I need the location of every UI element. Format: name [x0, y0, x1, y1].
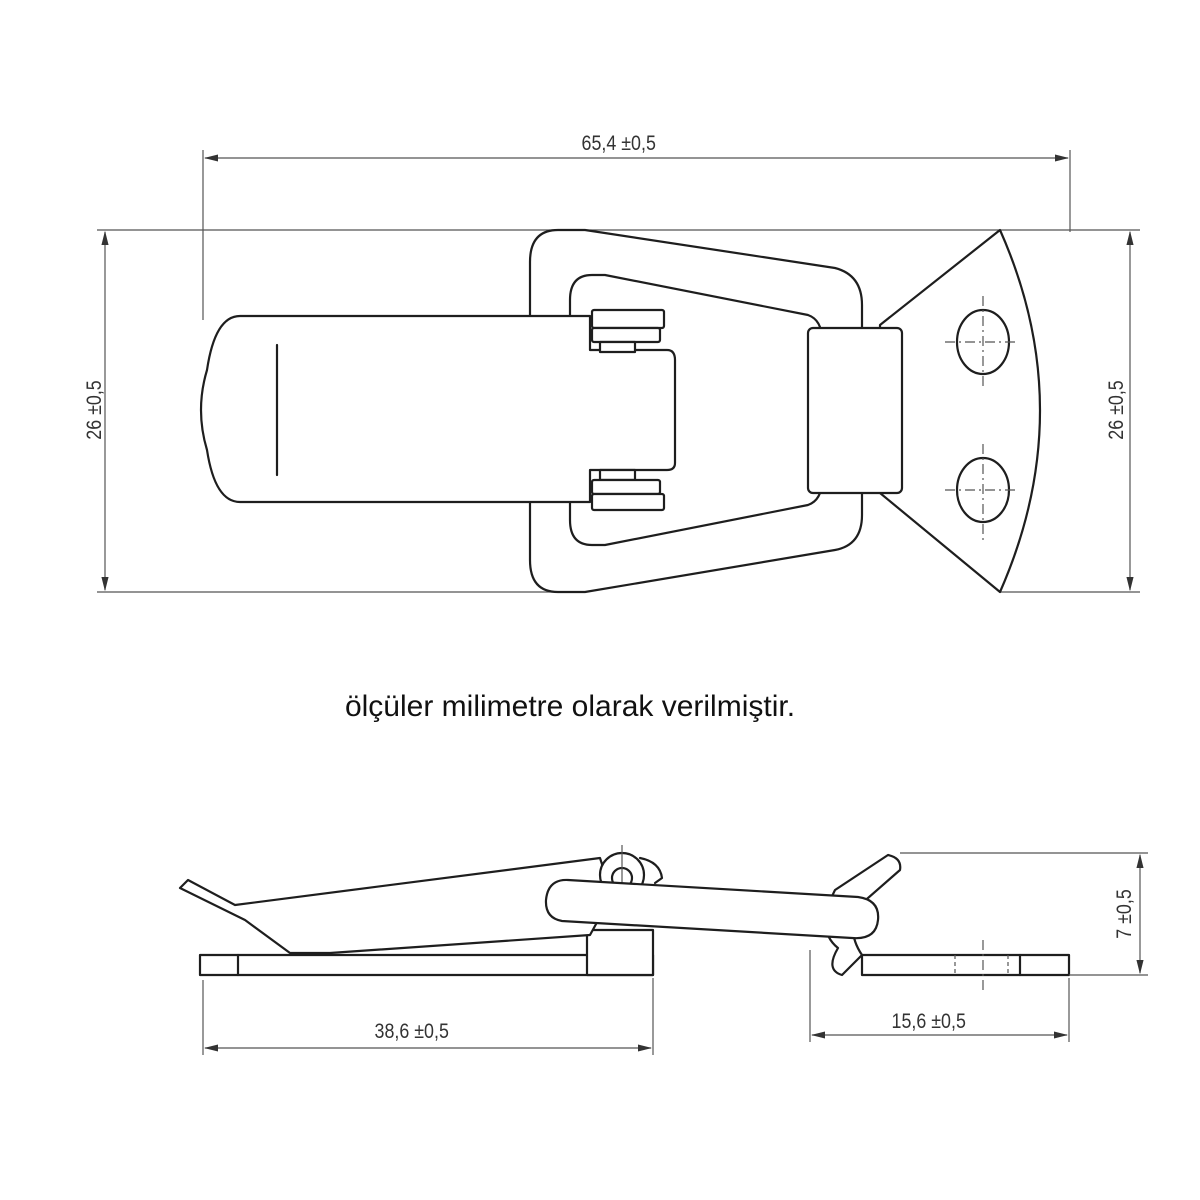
units-note: ölçüler milimetre olarak verilmiştir.: [344, 690, 796, 723]
side-dimensions: [202, 852, 1148, 1055]
overall-length-label: 65,4 ±0,5: [581, 132, 656, 155]
height-right-label: 26 ±0,5: [1105, 380, 1128, 440]
keeper-plate: [860, 953, 1071, 977]
lever-plate: [199, 314, 677, 504]
side-height-label: 7 ±0,5: [1113, 889, 1136, 939]
pivot-bracket: [585, 928, 655, 977]
keeper-length-label: 15,6 ±0,5: [891, 1010, 966, 1033]
hinge-wing: [878, 228, 1042, 594]
latch-side-view: [178, 845, 1071, 990]
height-left-label: 26 ±0,5: [83, 380, 106, 440]
top-dimensions: [97, 150, 1140, 593]
base-plate: [198, 953, 655, 977]
latch-top-view: [199, 228, 1042, 594]
bail-side: [544, 878, 880, 940]
bail-frame-inner: [568, 273, 824, 547]
base-length-label: 38,6 ±0,5: [374, 1020, 449, 1043]
hinge-knuckle: [806, 326, 904, 495]
